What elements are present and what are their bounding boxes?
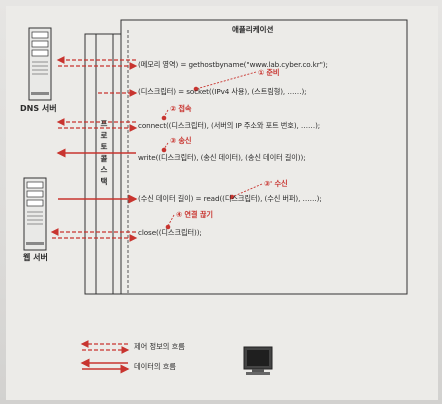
code-line-write: write((디스크립터), (송신 데이터), (송신 데이터 길이)); bbox=[138, 153, 306, 162]
step-disconnect: ④ 연결 끊기 bbox=[176, 210, 213, 219]
legend-control-arrow bbox=[80, 340, 130, 354]
step-send: ③ 송신 bbox=[170, 136, 192, 145]
protocol-stack-label: 프 로 토 콜 스 택 bbox=[97, 118, 111, 187]
web-server-icon bbox=[23, 177, 47, 251]
stack-char: 택 bbox=[100, 176, 108, 186]
step-connect: ② 접속 bbox=[170, 104, 192, 113]
code-line-read: (수신 데이터 길이) = read((디스크립터), (수신 버퍼), ……)… bbox=[138, 194, 322, 203]
stack-char: 프 bbox=[100, 119, 108, 128]
stack-char: 로 bbox=[100, 130, 108, 140]
code-line-socket: (디스크립터) = socket((IPv4 사용), (스트림형), ……); bbox=[138, 87, 307, 96]
stack-char: 콜 bbox=[100, 153, 108, 163]
web-server-label: 웹 서버 bbox=[23, 253, 48, 262]
code-line-gethostbyname: (메모리 영역) = gethostbyname("www.lab.cyber.… bbox=[138, 60, 328, 69]
dns-server-icon bbox=[28, 27, 52, 101]
legend-data-label: 데이터의 흐름 bbox=[134, 362, 176, 371]
code-line-close: close((디스크립터)); bbox=[138, 228, 202, 237]
legend-control-label: 제어 정보의 흐름 bbox=[134, 342, 185, 351]
application-title: 애플리케이션 bbox=[232, 25, 274, 34]
step-receive: ③' 수신 bbox=[264, 179, 288, 188]
book-page bbox=[6, 6, 438, 400]
code-line-connect: connect((디스크립터), (서버의 IP 주소와 포트 번호), ……)… bbox=[138, 121, 321, 130]
legend-data-arrow bbox=[80, 358, 130, 374]
stack-char: 토 bbox=[100, 142, 108, 151]
step-prepare: ① 준비 bbox=[258, 68, 280, 77]
dns-server-label: DNS 서버 bbox=[20, 104, 57, 113]
client-monitor-icon bbox=[243, 346, 273, 375]
stack-char: 스 bbox=[100, 165, 108, 174]
